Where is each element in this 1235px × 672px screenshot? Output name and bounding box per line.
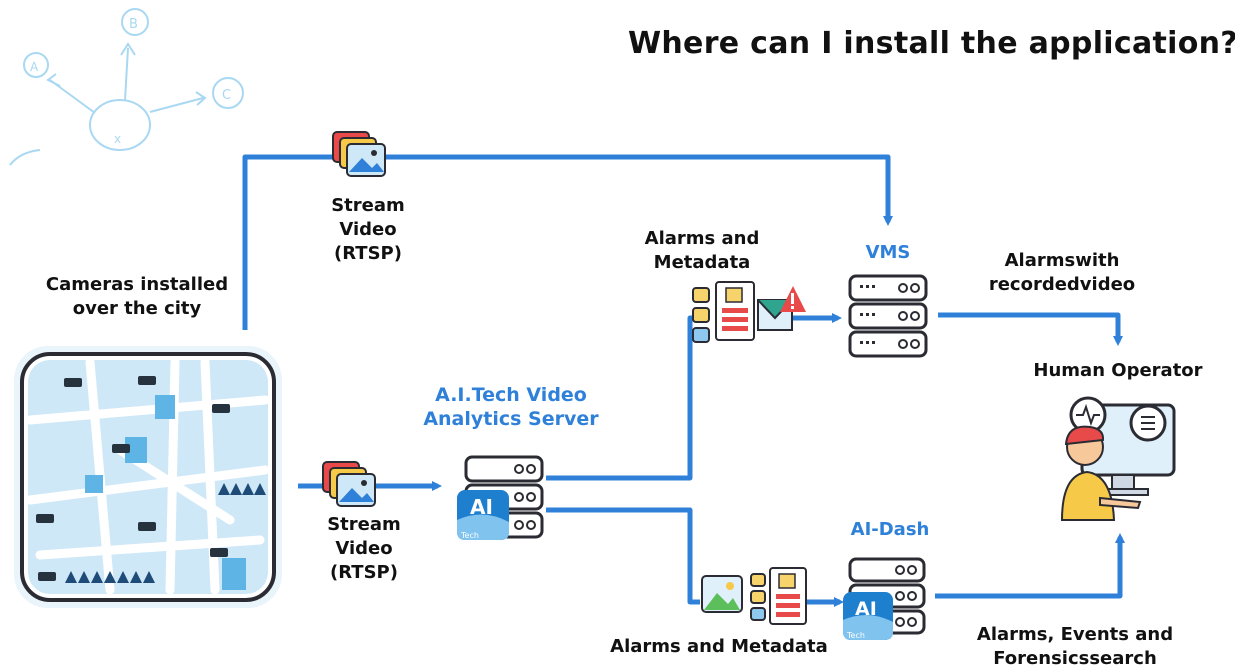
aitech-line1: A.I.Tech Video [435,384,587,406]
human-operator-label: Human Operator [1033,360,1203,381]
page-title: Where can I install the application? [628,26,1235,61]
alarms-top-line1: Alarms and [644,228,760,249]
alarms-recorded-label: Alarmswith recordedvideo [972,249,1152,297]
alarms-recorded-line1: Alarmswith [1004,250,1120,271]
stream-video-bottom-icon [322,461,376,507]
alarms-recorded-line2: recordedvideo [988,274,1136,295]
sketch-letter-b: B [129,17,138,32]
sketch-letter-a: A [30,60,39,74]
stream-bottom-line3: (RTSP) [330,562,398,583]
aidash-badge-text: AI [855,598,877,620]
connector-camera-to-vms [242,154,893,330]
sketch-letter-x: x [114,132,121,146]
ai-badge-text: AI [470,495,493,519]
cameras-label: Cameras installed over the city [30,273,244,321]
aitech-server-label: A.I.Tech Video Analytics Server [400,383,622,431]
cameras-label-line2: over the city [72,298,202,319]
human-operator-icon [1060,396,1176,521]
aitech-server-icon: AI Tech [457,455,544,540]
connector-server-to-alarms-bottom [546,507,700,605]
stream-top-line2: Video [339,219,397,240]
alarms-metadata-bottom-icon [701,567,807,625]
alarms-metadata-top-icon [692,281,806,343]
aitech-line2: Analytics Server [423,408,599,430]
stream-video-top-label: Stream Video (RTSP) [318,194,418,266]
aidash-label: AI-Dash [850,519,930,540]
city-map-icon [14,346,282,608]
connectors [242,154,1125,607]
connector-aidash-to-operator [935,533,1125,599]
alarms-bottom-label: Alarms and Metadata [610,636,828,657]
stream-bottom-line2: Video [335,538,393,559]
stream-bottom-line1: Stream [327,514,401,535]
stream-video-top-icon [332,131,386,177]
alarms-top-label: Alarms and Metadata [626,227,778,275]
alarms-events-line2: Forensicssearch [993,648,1157,669]
vms-server-icon [848,274,928,358]
vms-label: VMS [865,242,911,263]
alarms-top-line2: Metadata [653,252,751,273]
ai-badge-sub: Tech [460,531,479,540]
aidash-server-icon: AI Tech [843,557,926,640]
alarms-events-line1: Alarms, Events and [976,624,1174,645]
cameras-label-line1: Cameras installed [45,274,229,295]
stream-video-bottom-label: Stream Video (RTSP) [314,513,414,585]
stream-top-line1: Stream [331,195,405,216]
aidash-badge-sub: Tech [846,631,865,640]
alarms-events-label: Alarms, Events and Forensicssearch [944,623,1206,671]
sketch-letter-c: C [222,88,231,103]
connector-vms-to-operator [938,312,1123,346]
stream-top-line3: (RTSP) [334,243,402,264]
sketch-doodle: B A C x [9,8,244,166]
